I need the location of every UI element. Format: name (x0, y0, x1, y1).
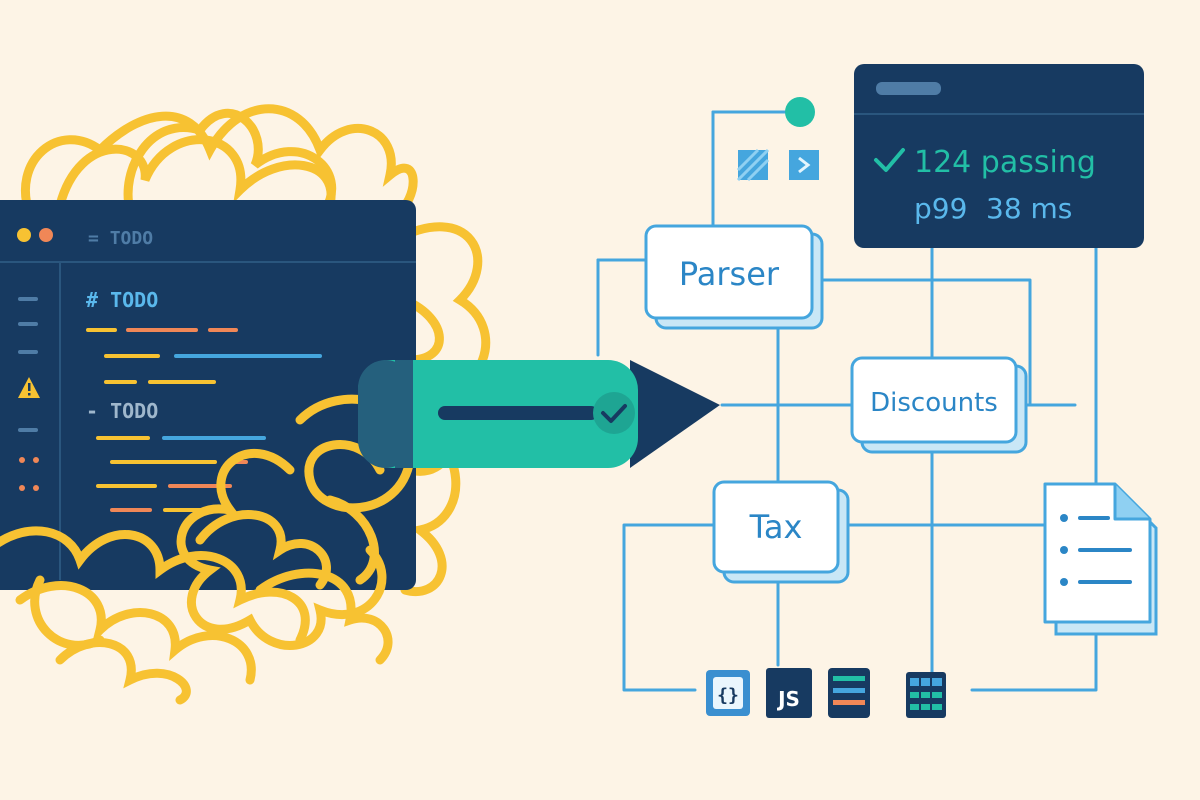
refactor-pen (358, 360, 720, 468)
js-file-icon: JS (766, 668, 812, 718)
tax-label: Tax (749, 508, 803, 546)
gutter-markers (18, 297, 40, 491)
hatched-square-icon (736, 148, 770, 182)
connection-wires (596, 110, 1098, 692)
tax-module: Tax (712, 480, 850, 584)
table-file-icon (906, 672, 946, 718)
json-badge-label: {} (717, 685, 739, 706)
latency-value: 38 ms (986, 192, 1072, 225)
js-badge-label: JS (776, 687, 800, 711)
status-dot-icon (785, 97, 815, 127)
json-file-icon: {} (706, 670, 750, 716)
window-dot-orange-icon (39, 228, 53, 242)
parser-label: Parser (679, 255, 780, 293)
window-dot-yellow-icon (17, 228, 31, 242)
code-heading-2: - TODO (86, 399, 158, 423)
chevron-square-icon (789, 150, 819, 180)
latency-label: p99 (914, 192, 967, 225)
discounts-label: Discounts (870, 388, 998, 418)
tangled-yarn-front (0, 394, 416, 705)
database-file-icon (828, 668, 870, 718)
check-icon (874, 148, 905, 172)
warning-icon (18, 377, 40, 398)
code-heading-1: # TODO (86, 288, 158, 312)
discounts-module: Discounts (850, 356, 1028, 454)
pen-check-icon (593, 392, 635, 434)
test-results-panel: 124 passing p99 38 ms (854, 64, 1144, 248)
tests-passing-text: 124 passing (914, 145, 1096, 180)
parser-module: Parser (644, 224, 824, 330)
document-icon (1043, 482, 1158, 636)
editor-tab-title: = TODO (88, 228, 153, 249)
